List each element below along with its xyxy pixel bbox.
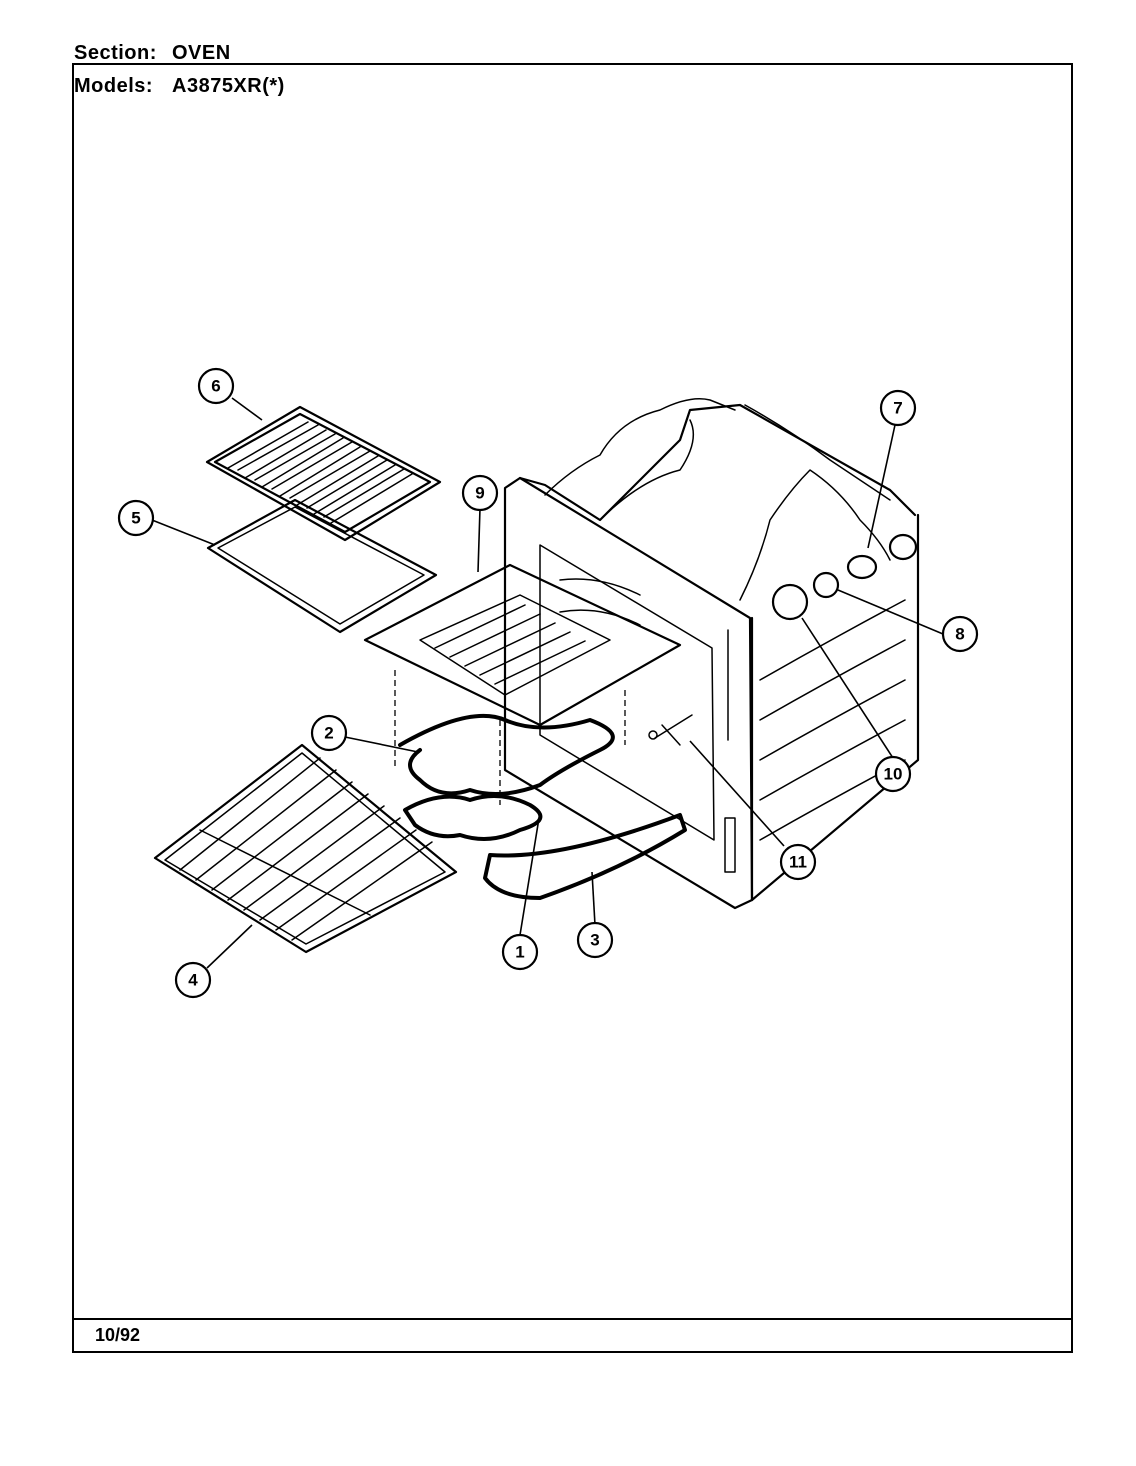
callout-11: 11 (779, 843, 817, 881)
svg-text:1: 1 (515, 943, 524, 962)
svg-text:11: 11 (789, 853, 807, 872)
revision-date: 10/92 (95, 1325, 141, 1345)
section-value: OVEN (172, 42, 231, 64)
svg-text:5: 5 (131, 509, 140, 528)
diagram-frame (72, 63, 1073, 1353)
broil-element-part (403, 794, 543, 841)
callout-6: 6 (197, 367, 235, 405)
section-header: Section: OVEN (74, 42, 231, 65)
section-label: Section: (74, 42, 157, 64)
callout-3: 3 (576, 921, 614, 959)
lower-element-part (483, 813, 687, 900)
svg-text:8: 8 (955, 625, 964, 644)
callout-4: 4 (174, 961, 212, 999)
svg-text:7: 7 (893, 399, 902, 418)
callout-1: 1 (501, 933, 539, 971)
svg-text:3: 3 (590, 931, 599, 950)
models-header: Models: A3875XR(*) (74, 75, 285, 98)
broiler-grid-part (205, 405, 442, 542)
callout-10: 10 (874, 755, 912, 793)
small-components (648, 533, 918, 746)
footer-divider (72, 1318, 1073, 1320)
oven-cavity-body (503, 398, 920, 910)
callout-7: 7 (879, 389, 917, 427)
svg-text:6: 6 (211, 377, 220, 396)
bake-element-part (398, 713, 615, 796)
models-label: Models: (74, 75, 154, 97)
callout-5: 5 (117, 499, 155, 537)
oven-rack-part (153, 743, 458, 954)
callout-8: 8 (941, 615, 979, 653)
element-cover-part (363, 563, 682, 805)
leader-lines (151, 397, 944, 969)
svg-text:4: 4 (188, 971, 198, 990)
callout-9: 9 (461, 474, 499, 512)
broiler-pan-part (206, 498, 438, 634)
models-value: A3875XR(*) (172, 75, 285, 97)
svg-text:2: 2 (324, 724, 333, 743)
callout-2: 2 (310, 714, 348, 752)
svg-text:10: 10 (884, 765, 903, 784)
svg-text:9: 9 (475, 484, 484, 503)
